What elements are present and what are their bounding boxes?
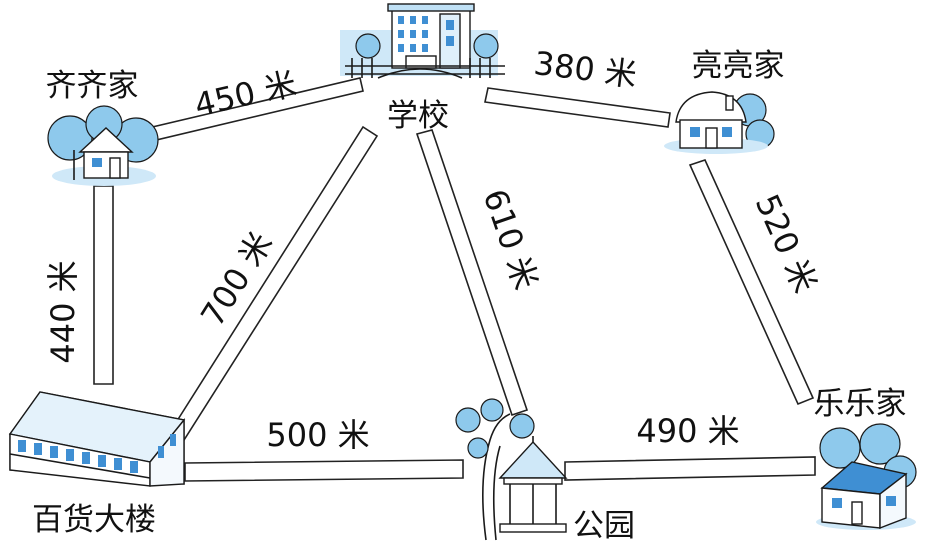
label-school: 学校 xyxy=(387,98,449,134)
distance-park-lele: 490 米 xyxy=(636,412,739,450)
road-store-school xyxy=(168,125,379,442)
label-liangliang-home: 亮亮家 xyxy=(692,48,785,84)
road-school-park xyxy=(415,129,529,417)
road-park-lele xyxy=(564,456,816,481)
distance-school-liangliang: 380 米 xyxy=(532,44,639,94)
distance-qiqi-store: 440 米 xyxy=(44,260,82,363)
park-pavilion-icon xyxy=(455,398,568,541)
distance-store-park: 500 米 xyxy=(266,416,369,454)
distance-school-park: 610 米 xyxy=(476,184,546,294)
liangliang-house-icon xyxy=(664,91,775,154)
school-building-icon xyxy=(340,3,505,79)
qiqi-house-icon xyxy=(47,105,159,186)
label-lele-home: 乐乐家 xyxy=(814,386,907,422)
road-store-park xyxy=(184,459,464,482)
road-qiqi-store xyxy=(93,185,114,385)
road-school-liangliang xyxy=(484,87,671,128)
label-park: 公园 xyxy=(573,508,635,544)
road-liangliang-lele xyxy=(688,159,815,406)
label-qiqi-home: 齐齐家 xyxy=(46,68,139,104)
lele-house-icon xyxy=(816,423,917,530)
store-building-icon xyxy=(8,391,186,487)
label-store: 百货大楼 xyxy=(32,502,156,538)
